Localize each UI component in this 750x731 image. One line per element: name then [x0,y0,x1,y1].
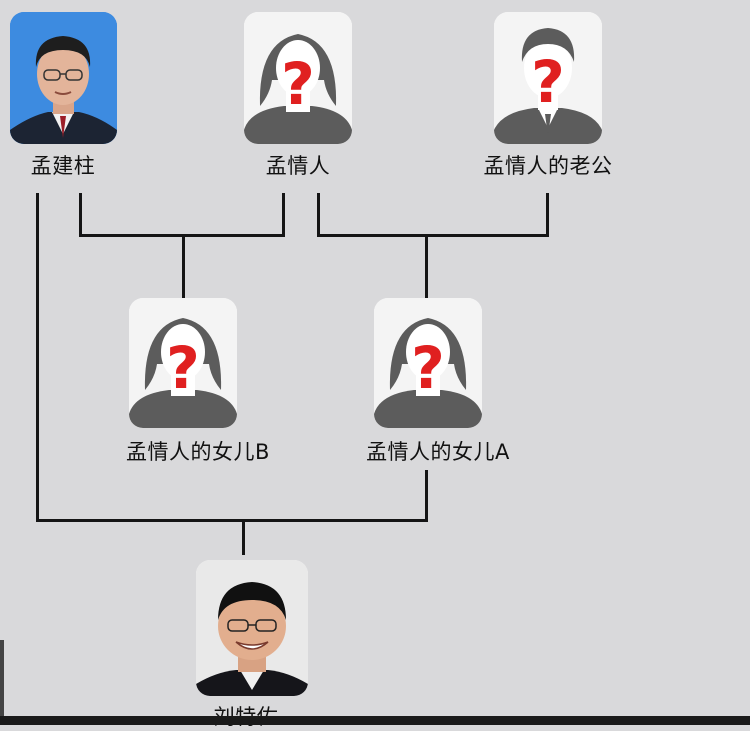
connector-line [425,470,428,522]
connector-line [546,193,549,236]
edge-artifact [0,640,4,716]
bottom-edge-bar [0,716,750,725]
mistress-avatar: ? [244,12,352,144]
daughter-b-name: 孟情人的女儿B [126,440,270,464]
connector-line [317,193,320,236]
mistress-husband-avatar: ? [494,12,602,144]
connector-line [182,234,185,298]
daughter-a-avatar: ? [374,298,482,428]
daughter-b-avatar: ? [129,298,237,428]
connector-line [282,193,285,236]
connector-line [242,519,245,555]
mistress-husband-name: 孟情人的老公 [483,154,613,178]
connector-line [79,193,82,236]
meng-jianzhu-name: 孟建柱 [30,154,96,178]
daughter-a-name: 孟情人的女儿A [366,440,510,464]
connector-line [36,519,428,522]
connector-line [317,234,549,237]
svg-text:?: ? [531,48,565,116]
svg-text:?: ? [411,334,445,402]
liu-tezuo-avatar [196,560,308,696]
svg-text:?: ? [281,50,315,118]
mistress-name: 孟情人 [265,154,331,178]
connector-line [36,193,39,522]
svg-text:?: ? [166,334,200,402]
meng-jianzhu-avatar [10,12,117,144]
connector-line [425,234,428,298]
